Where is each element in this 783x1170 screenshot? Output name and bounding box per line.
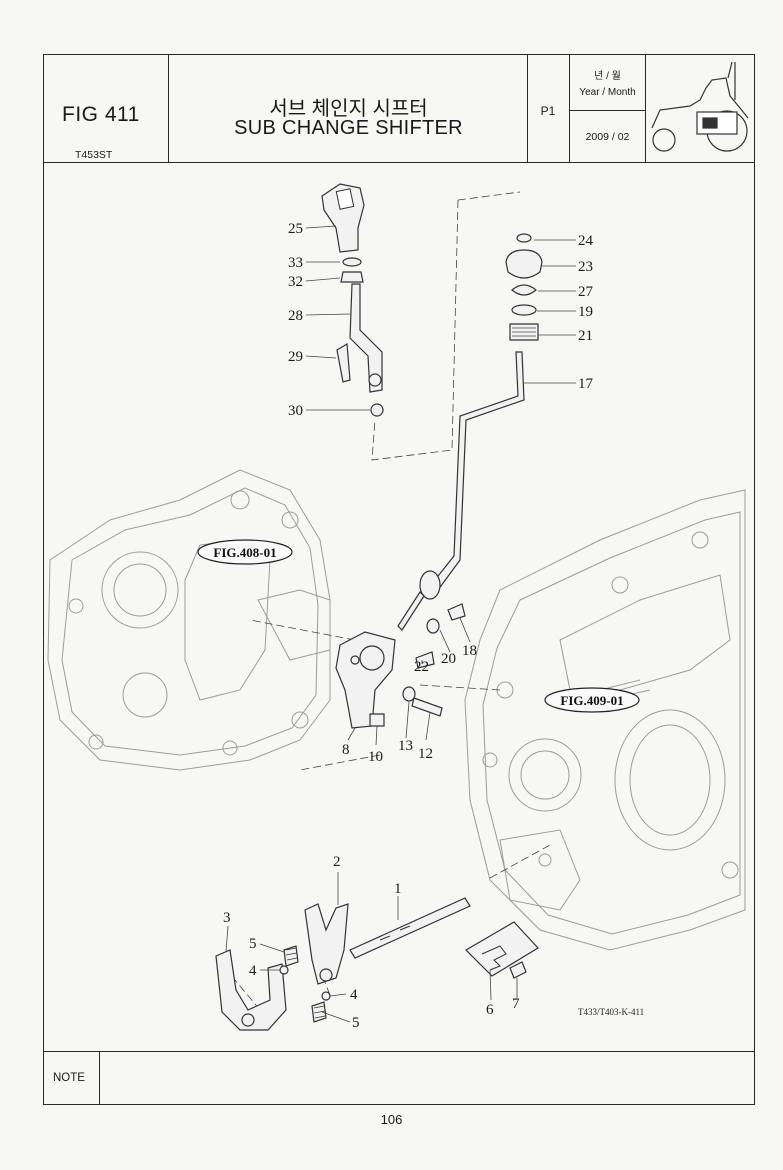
figure-title: FIG 411 bbox=[62, 103, 140, 126]
assembly-line-bracket bbox=[299, 684, 501, 771]
shift-fork-2-part bbox=[304, 903, 349, 985]
shift-knob-part bbox=[321, 183, 365, 253]
bolt-18-part bbox=[447, 603, 466, 621]
housing-fig-408-outline bbox=[47, 469, 331, 771]
page-number: 106 bbox=[380, 1112, 403, 1127]
assembly-line-forks bbox=[234, 969, 331, 1011]
callout: 27 bbox=[578, 284, 594, 300]
header-col-3 bbox=[569, 54, 570, 162]
page-frame bbox=[43, 54, 755, 1105]
spring-5-upper-part bbox=[283, 945, 299, 967]
leader-lines bbox=[225, 225, 576, 1023]
header-col-2 bbox=[527, 54, 528, 162]
reference-fig-408: FIG.408-01 bbox=[197, 539, 293, 565]
washer-13-part bbox=[402, 686, 416, 702]
boot-23-part bbox=[505, 249, 543, 279]
housing-fig-409-outline bbox=[464, 489, 746, 951]
callout: 3 bbox=[223, 910, 231, 926]
note-col bbox=[99, 1051, 100, 1105]
bolt-12-part bbox=[411, 697, 443, 717]
bolt-7-part bbox=[509, 961, 527, 979]
fork-shaft-1-part bbox=[349, 897, 471, 959]
bracket-8-part bbox=[335, 631, 396, 729]
callout: 30 bbox=[288, 403, 303, 419]
note-divider bbox=[43, 1051, 755, 1052]
callout: 5 bbox=[249, 936, 257, 952]
washer-20-part bbox=[426, 618, 440, 634]
drawing-code: T433/T403-K-411 bbox=[578, 1007, 644, 1017]
assembly-line-shaft bbox=[489, 844, 551, 879]
callout: 18 bbox=[462, 643, 477, 659]
shift-lever-part bbox=[349, 283, 383, 393]
assembly-line-lever bbox=[371, 191, 521, 461]
callout: 8 bbox=[342, 742, 350, 758]
callout: 23 bbox=[578, 259, 593, 275]
spring-27-part bbox=[511, 284, 537, 296]
header-divider bbox=[43, 162, 755, 163]
ball-4-upper-part bbox=[279, 965, 289, 975]
callout: 17 bbox=[578, 376, 594, 392]
bolt-10-part bbox=[369, 713, 385, 727]
title-korean: 서브 체인지 시프터 bbox=[269, 98, 428, 120]
callout: 20 bbox=[441, 651, 456, 667]
callout: 21 bbox=[578, 328, 593, 344]
callout: 28 bbox=[288, 308, 303, 324]
year-month-english: Year / Month bbox=[579, 87, 636, 98]
shift-rod-17-part bbox=[429, 351, 525, 591]
callout: 10 bbox=[368, 749, 383, 765]
clip-24-part bbox=[516, 233, 532, 243]
header-col-1 bbox=[168, 54, 169, 162]
tractor-icon bbox=[651, 61, 749, 152]
bushing-30-part bbox=[370, 403, 384, 417]
lever-eye bbox=[368, 373, 382, 387]
year-month-korean: 년 / 월 bbox=[594, 71, 621, 82]
ring-19-part bbox=[511, 304, 537, 316]
model-code: T453ST bbox=[75, 149, 113, 161]
washer-33-part bbox=[342, 257, 362, 267]
callout: 5 bbox=[352, 1015, 360, 1031]
issue-date: 2009 / 02 bbox=[585, 131, 630, 143]
pin-22-part bbox=[415, 651, 435, 669]
reference-fig-409: FIG.409-01 bbox=[544, 687, 640, 713]
assembly-line-left bbox=[249, 619, 356, 641]
callout: 7 bbox=[512, 996, 520, 1012]
title-english: SUB CHANGE SHIFTER bbox=[234, 117, 463, 139]
callout: 4 bbox=[350, 987, 358, 1003]
header-col-4 bbox=[645, 54, 646, 162]
callout: 2 bbox=[333, 854, 341, 870]
callout: 33 bbox=[288, 255, 303, 271]
callout: 19 bbox=[578, 304, 593, 320]
rod-ball-joint bbox=[419, 570, 441, 600]
callout: 24 bbox=[578, 233, 594, 249]
page-code: P1 bbox=[540, 104, 556, 118]
callout: 12 bbox=[418, 746, 433, 762]
callout: 6 bbox=[486, 1002, 494, 1018]
callout: 25 bbox=[288, 221, 303, 237]
note-label: NOTE bbox=[53, 1072, 85, 1084]
bracket-hole bbox=[359, 645, 385, 671]
nut-32-part bbox=[340, 271, 364, 283]
reference-label: FIG.408-01 bbox=[213, 545, 276, 560]
ball-4-lower-part bbox=[321, 991, 331, 1001]
reference-label: FIG.409-01 bbox=[560, 693, 623, 708]
callout-labels: 25 33 32 28 29 30 24 23 27 19 21 17 22 2… bbox=[223, 221, 594, 1031]
rod-end bbox=[397, 591, 425, 631]
callout: 32 bbox=[288, 274, 303, 290]
callout: 29 bbox=[288, 349, 303, 365]
year-month-divider bbox=[570, 110, 645, 111]
callout: 4 bbox=[249, 963, 257, 979]
callout: 22 bbox=[414, 659, 429, 675]
pin-29-part bbox=[336, 342, 351, 383]
callout: 13 bbox=[398, 738, 413, 754]
callout: 1 bbox=[394, 881, 402, 897]
